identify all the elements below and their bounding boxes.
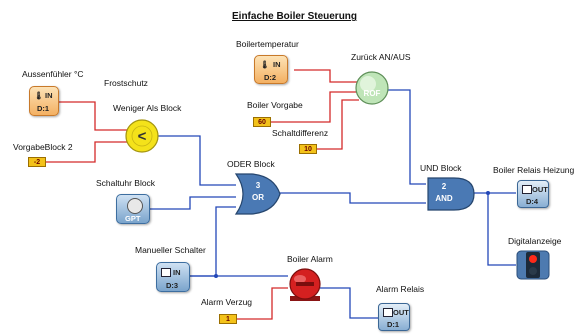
block-id: D:4	[526, 197, 539, 206]
thermometer-icon: 🌡	[260, 60, 270, 69]
weniger-als-label: Weniger Als Block	[113, 103, 182, 113]
schaltuhr-label: Schaltuhr Block	[96, 178, 156, 188]
boiler-alarm-label: Boiler Alarm	[287, 254, 333, 264]
wire-gpt-to-oder	[150, 196, 236, 210]
alarm-relais-label: Alarm Relais	[376, 284, 425, 294]
gpt-label: GPT	[125, 214, 141, 223]
wire-alarm-to-relais	[320, 287, 378, 319]
weniger-als-gate[interactable]: <	[125, 119, 159, 153]
rof-label: ROF	[364, 89, 381, 98]
aussenfuehler-label: Aussenfühler °C	[22, 69, 84, 79]
vorgabeblock2-label: VorgabeBlock 2	[13, 142, 73, 152]
digitalanzeige-label: Digitalanzeige	[508, 236, 562, 246]
und-number: 2	[441, 182, 447, 191]
manueller-schalter-label: Manueller Schalter	[135, 245, 206, 255]
boiler-relais-heizung-label: Boiler Relais Heizung	[493, 165, 575, 175]
clock-icon	[127, 198, 143, 214]
wire-vorgabe2-to-weniger	[45, 141, 127, 163]
out-tag: OUT	[393, 308, 409, 317]
boiler-alarm-block[interactable]	[289, 268, 321, 301]
relay-icon	[383, 308, 393, 317]
rof-gate[interactable]: ROF	[355, 71, 389, 105]
wire-manuell-to-oder	[190, 206, 236, 277]
oder-block-label: ODER Block	[227, 159, 275, 169]
manuell-in-block[interactable]: IN D:3	[156, 262, 190, 292]
boiler-vorgabe-label: Boiler Vorgabe	[247, 100, 303, 110]
thermometer-icon: 🌡	[34, 91, 44, 100]
junction-dot	[486, 191, 490, 195]
block-id: D:2	[264, 73, 277, 82]
weniger-symbol: <	[138, 128, 147, 145]
wire-vorgabe-to-rof	[270, 91, 359, 123]
in-tag: IN	[45, 91, 53, 100]
wire-rof-to-und	[388, 89, 426, 185]
vorgabe2-constant[interactable]: -2	[28, 157, 46, 167]
junction-dot	[214, 274, 218, 278]
block-id: D:3	[166, 281, 179, 290]
zurueck-anaus-label: Zurück AN/AUS	[351, 52, 411, 62]
wire-schaltdiff-to-rof	[317, 99, 359, 150]
diagram-title: Einfache Boiler Steuerung	[232, 11, 358, 22]
block-id: D:1	[37, 104, 50, 113]
wire-aussen-to-weniger	[59, 101, 127, 131]
oder-gate[interactable]	[232, 172, 282, 216]
schaltdifferenz-label: Schaltdifferenz	[272, 128, 329, 138]
digitalanzeige-block[interactable]	[516, 250, 550, 280]
boilertemp-in-block[interactable]: 🌡 IN D:2	[254, 55, 288, 84]
relais-out-block[interactable]: OUT D:4	[517, 180, 549, 208]
wire-verzug-to-alarm	[236, 287, 288, 320]
und-operator: AND	[435, 194, 453, 203]
boiler-vorgabe-constant[interactable]: 60	[253, 117, 271, 127]
block-id: D:1	[387, 320, 400, 329]
in-tag: IN	[173, 268, 181, 277]
wire-weniger-to-oder	[158, 135, 236, 186]
alarm-verzug-label: Alarm Verzug	[201, 297, 253, 307]
schaltuhr-gpt-block[interactable]: GPT	[116, 194, 150, 224]
in-tag: IN	[273, 60, 281, 69]
wire-oder-to-und	[280, 192, 426, 204]
und-block-label: UND Block	[420, 163, 462, 173]
alarm-verzug-constant[interactable]: 1	[219, 314, 237, 324]
out-tag: OUT	[532, 185, 548, 194]
alarm-out-block[interactable]: OUT D:1	[378, 303, 410, 331]
wire-boilertemp-to-rof	[294, 69, 359, 83]
wire-und-to-anzeige	[487, 193, 516, 266]
und-gate[interactable]	[426, 176, 476, 212]
oder-operator: OR	[252, 193, 264, 202]
switch-icon	[161, 268, 171, 277]
boilertemperatur-label: Boilertemperatur	[236, 39, 299, 49]
frostschutz-label: Frostschutz	[104, 78, 148, 88]
schaltdifferenz-constant[interactable]: 10	[299, 144, 317, 154]
oder-number: 3	[255, 181, 261, 190]
relay-icon	[522, 185, 532, 194]
aussenfuehler-in-block[interactable]: 🌡 IN D:1	[29, 86, 59, 116]
